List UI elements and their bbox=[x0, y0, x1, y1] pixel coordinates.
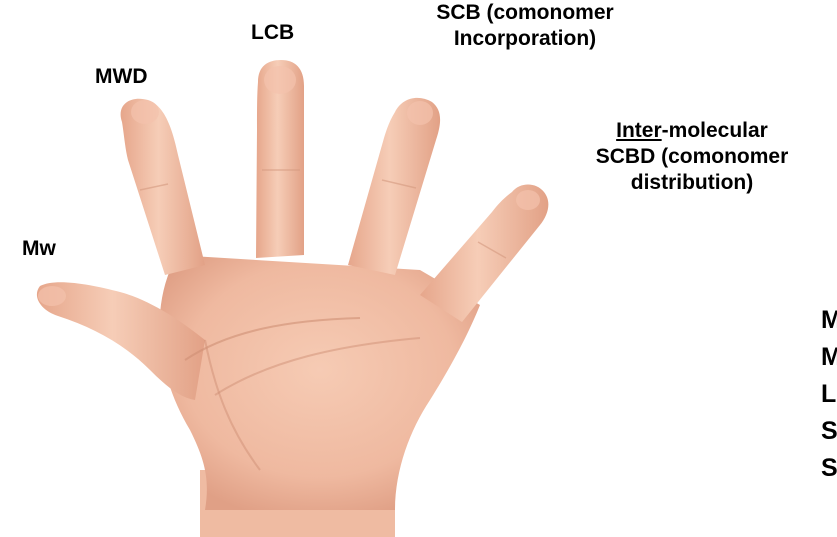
label-pinky-line2: SCBD (comonomer bbox=[552, 144, 832, 170]
clipped-legend: M M L S S bbox=[821, 302, 837, 487]
label-ring-line2: Incorporation) bbox=[395, 26, 655, 52]
index-finger-shape bbox=[121, 99, 205, 275]
legend-item: M bbox=[821, 339, 837, 376]
legend-item: L bbox=[821, 376, 837, 413]
legend-item: S bbox=[821, 450, 837, 487]
label-pinky-line3: distribution) bbox=[552, 170, 832, 196]
ring-finger-shape bbox=[348, 98, 440, 275]
legend-item: M bbox=[821, 302, 837, 339]
label-thumb-mw: Mw bbox=[22, 236, 56, 262]
label-pinky-molecular: -molecular bbox=[662, 119, 768, 142]
label-ring-line1: SCB (comonomer bbox=[395, 0, 655, 26]
legend-item: S bbox=[821, 413, 837, 450]
label-pinky-scbd: Inter-molecular SCBD (comonomer distribu… bbox=[552, 118, 832, 196]
label-pinky-inter: Inter bbox=[616, 119, 662, 142]
label-middle-lcb: LCB bbox=[251, 20, 294, 46]
label-ring-scb: SCB (comonomer Incorporation) bbox=[395, 0, 655, 52]
label-index-mwd: MWD bbox=[95, 64, 147, 90]
